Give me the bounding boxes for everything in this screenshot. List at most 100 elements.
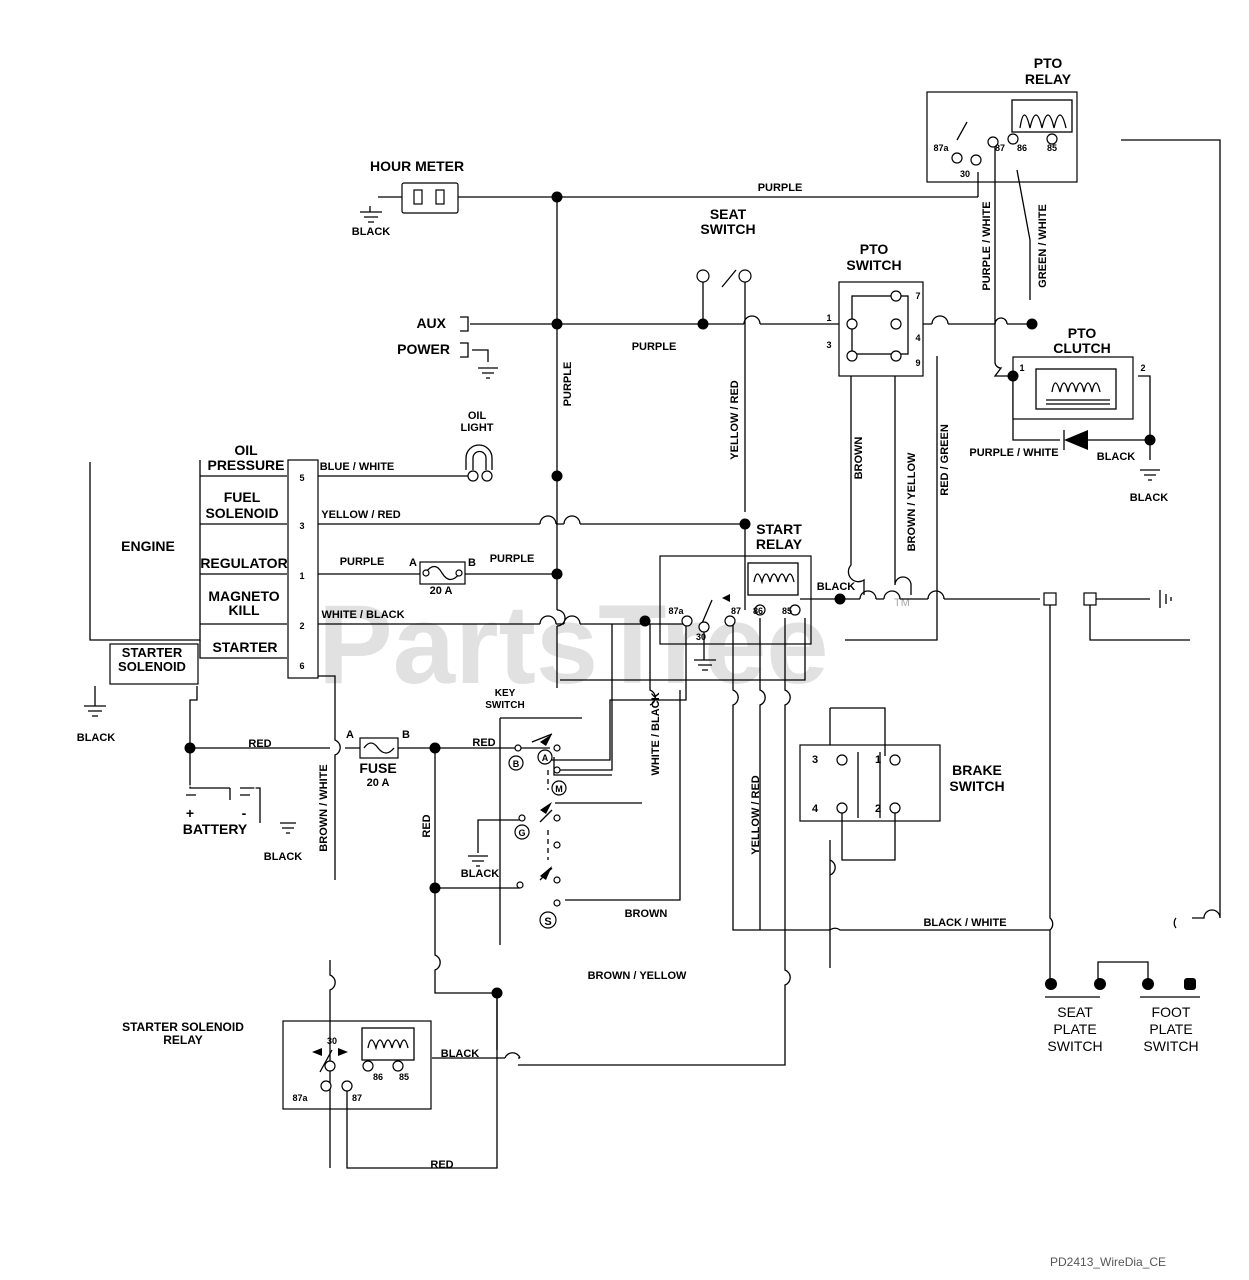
- svg-text:B: B: [513, 759, 520, 769]
- fuse-label: FUSE: [359, 760, 396, 776]
- wire-label: WHITE / BLACK: [650, 692, 662, 775]
- wire-label: RED: [430, 1159, 453, 1171]
- starter-solenoid-relay-label-1: STARTER SOLENOID: [122, 1020, 244, 1034]
- svg-text:9: 9: [915, 358, 920, 368]
- starter-solenoid-label-2: SOLENOID: [118, 659, 186, 674]
- power-label: POWER: [397, 341, 450, 357]
- fuel-solenoid-label-2: SOLENOID: [205, 505, 278, 521]
- svg-text:86: 86: [1017, 143, 1027, 153]
- seat-plate-switch-label-1: SEAT: [1057, 1004, 1093, 1020]
- wire-label: BROWN / YELLOW: [906, 452, 918, 551]
- hour-meter-label: HOUR METER: [370, 158, 464, 174]
- fuel-solenoid-label-1: FUEL: [224, 489, 261, 505]
- svg-text:S: S: [544, 916, 551, 928]
- starter-solenoid: [109, 643, 199, 685]
- svg-text:A: A: [409, 557, 417, 569]
- key-pin-m: [551, 780, 567, 796]
- wire-label: BROWN: [853, 437, 865, 480]
- pto-switch-label-1: PTO: [860, 241, 889, 257]
- seat-switch-contact: [738, 269, 752, 283]
- svg-text:A: A: [542, 753, 549, 763]
- oil-pressure-label-1: OIL: [234, 442, 258, 458]
- wire-label: PURPLE: [340, 556, 385, 568]
- wire-label: RED: [421, 814, 433, 837]
- battery-label: BATTERY: [183, 821, 248, 837]
- svg-text:5: 5: [299, 473, 304, 483]
- svg-text:4: 4: [915, 333, 920, 343]
- svg-text:1: 1: [826, 313, 831, 323]
- wire-label: PURPLE: [490, 553, 535, 565]
- svg-text:30: 30: [327, 1036, 337, 1046]
- wire-label: BLACK: [441, 1048, 480, 1060]
- svg-text:87a: 87a: [292, 1093, 308, 1103]
- fuse-rating: 20 A: [367, 777, 390, 789]
- svg-text:1: 1: [1019, 363, 1024, 373]
- brake-switch-label-2: SWITCH: [949, 778, 1004, 794]
- wire-label: RED / GREEN: [939, 424, 951, 496]
- starter-label: STARTER: [212, 639, 277, 655]
- wire-label: BROWN: [625, 908, 668, 920]
- oil-pressure-label-2: PRESSURE: [207, 457, 284, 473]
- svg-text:B: B: [402, 729, 410, 741]
- magneto-kill-label-1: MAGNETO: [208, 588, 279, 604]
- key-pin-b: [508, 755, 524, 771]
- svg-text:6: 6: [299, 661, 304, 671]
- svg-text:3: 3: [299, 521, 304, 531]
- svg-text:B: B: [468, 557, 476, 569]
- svg-text:85: 85: [782, 606, 792, 616]
- starter-solenoid-relay: [282, 1020, 432, 1110]
- wire-label: GREEN / WHITE: [1037, 204, 1049, 288]
- svg-text:1: 1: [875, 754, 881, 766]
- wire-label: BLUE / WHITE: [320, 461, 395, 473]
- engine-connector: [287, 459, 319, 679]
- starter-solenoid-label-1: STARTER: [122, 645, 183, 660]
- fuse: [359, 737, 399, 759]
- wire-label: BLACK: [352, 226, 391, 238]
- wire-label: YELLOW / RED: [321, 509, 401, 521]
- key-pin-g: [514, 824, 530, 840]
- start-relay-label-1: START: [756, 521, 802, 537]
- svg-text:3: 3: [826, 340, 831, 350]
- wire-label: BLACK: [264, 851, 303, 863]
- aux-label: AUX: [416, 315, 446, 331]
- svg-text:86: 86: [373, 1072, 383, 1082]
- component-labels: HOUR METER SEAT SWITCH PTO RELAY PTO SWI…: [118, 55, 1199, 1054]
- wire-label: RED: [472, 737, 495, 749]
- wire-label: BLACK: [1097, 451, 1136, 463]
- pto-switch-label-2: SWITCH: [846, 257, 901, 273]
- oil-light-label-2: LIGHT: [461, 422, 494, 434]
- wire-label: WHITE / BLACK: [321, 609, 404, 621]
- inline-fuse-rating: 20 A: [430, 585, 453, 597]
- wire-label: BROWN / WHITE: [318, 764, 330, 851]
- wire-label: PURPLE: [758, 182, 803, 194]
- engine-label: ENGINE: [121, 538, 175, 554]
- starter-solenoid-relay-label-2: RELAY: [163, 1033, 203, 1047]
- hour-meter-terminal: [435, 189, 445, 205]
- svg-text:2: 2: [299, 621, 304, 631]
- wire-label: PURPLE / WHITE: [969, 447, 1058, 459]
- wire-label: PURPLE: [632, 341, 677, 353]
- hour-meter-terminal: [413, 189, 423, 205]
- svg-text:4: 4: [812, 803, 819, 815]
- oil-light-label-1: OIL: [468, 410, 487, 422]
- svg-text:G: G: [518, 828, 525, 838]
- wire-label: YELLOW / RED: [729, 380, 741, 460]
- svg-text:85: 85: [399, 1072, 409, 1082]
- seat-switch-label-2: SWITCH: [700, 221, 755, 237]
- seat-plate-switch-label-2: PLATE: [1053, 1021, 1096, 1037]
- svg-text:3: 3: [812, 754, 818, 766]
- trademark: TM: [894, 597, 910, 609]
- svg-text:85: 85: [1047, 143, 1057, 153]
- svg-text:87: 87: [995, 143, 1005, 153]
- wiring: [84, 121, 1221, 1169]
- junctions: [184, 191, 1156, 999]
- pto-clutch: [1012, 356, 1134, 420]
- pto-clutch-label-2: CLUTCH: [1053, 340, 1111, 356]
- foot-plate-switch-label-3: SWITCH: [1143, 1038, 1198, 1054]
- battery: [179, 785, 256, 817]
- svg-text:A: A: [346, 729, 354, 741]
- engine: [89, 460, 201, 641]
- svg-text:30: 30: [696, 632, 706, 642]
- svg-text:2: 2: [875, 803, 881, 815]
